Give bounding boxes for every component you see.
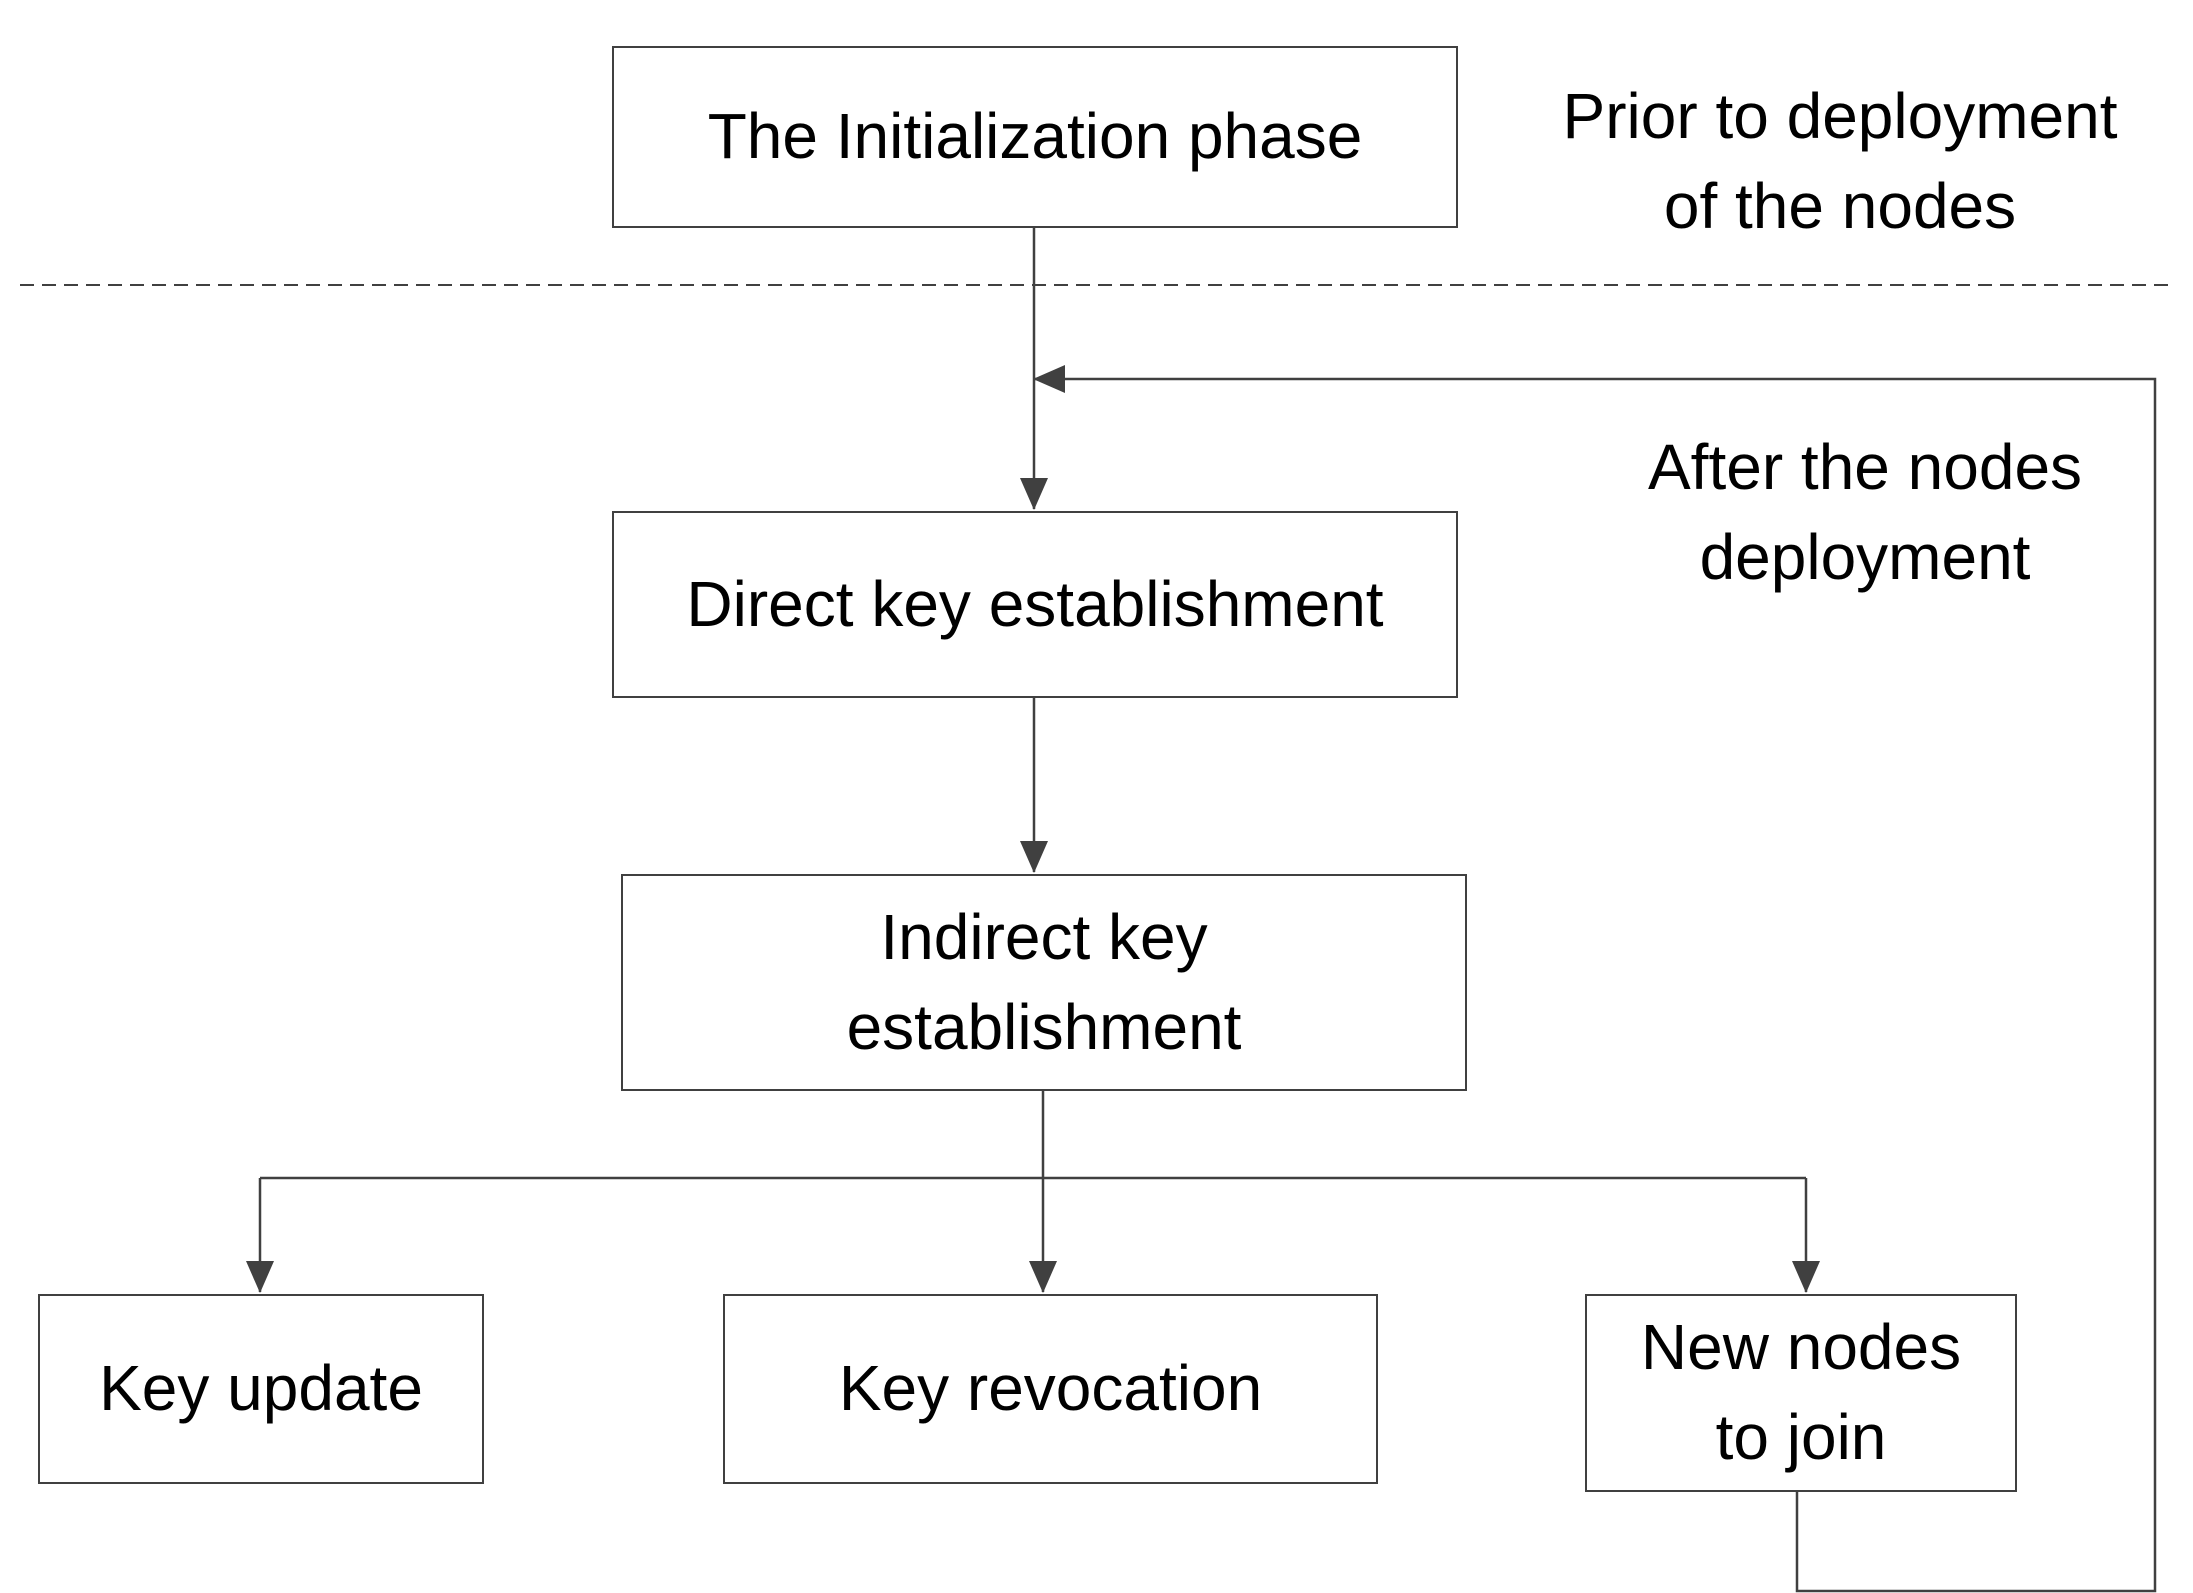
after-note-line1: After the nodes (1647, 431, 2083, 503)
prior-note-line1: Prior to deployment (1562, 80, 2118, 152)
after-deployment-note: After the nodes deployment (1555, 423, 2175, 602)
key-update-box: Key update (38, 1294, 484, 1484)
direct-key-establishment-label: Direct key establishment (686, 567, 1384, 640)
initialization-phase-label: The Initialization phase (707, 100, 1363, 173)
prior-note-line2: of the nodes (1663, 169, 2017, 242)
new-nodes-label-line2: to join (1715, 1401, 1887, 1473)
key-revocation-label: Key revocation (838, 1352, 1263, 1425)
indirect-key-establishment-box: Indirect key establishment (621, 874, 1467, 1091)
key-update-label: Key update (99, 1352, 423, 1425)
direct-key-establishment-box: Direct key establishment (612, 511, 1458, 698)
key-revocation-box: Key revocation (723, 1294, 1378, 1484)
new-nodes-to-join-box: New nodes to join (1585, 1294, 2017, 1492)
indirect-key-label-line1: Indirect key (880, 900, 1208, 973)
indirect-key-label-line2: establishment (846, 990, 1242, 1063)
prior-to-deployment-note: Prior to deployment of the nodes (1520, 72, 2160, 251)
after-note-line2: deployment (1699, 520, 2031, 593)
initialization-phase-box: The Initialization phase (612, 46, 1458, 228)
arrow-new-nodes-loop-back (1033, 365, 2157, 1593)
new-nodes-label-line1: New nodes (1640, 1311, 1962, 1384)
